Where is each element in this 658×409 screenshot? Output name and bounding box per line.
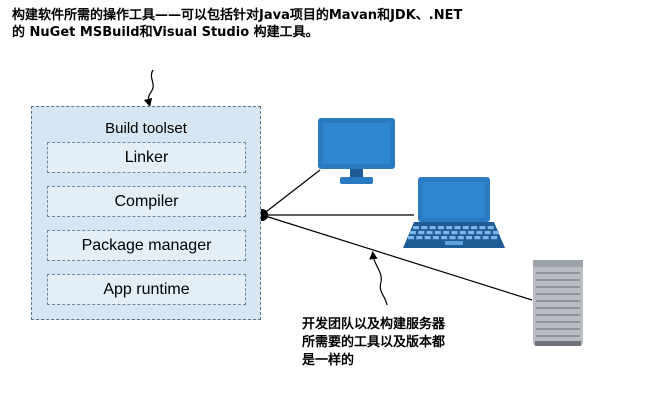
laptop-key: [454, 226, 461, 230]
laptop-key: [487, 226, 494, 230]
tool-item-package-manager: Package manager: [47, 230, 246, 261]
laptop-key: [468, 231, 475, 235]
laptop-key: [459, 231, 466, 235]
build-toolset-title: Build toolset: [105, 120, 187, 137]
laptop-key: [421, 226, 428, 230]
top-callout-line: 的 NuGet MSBuild和Visual Studio 构建工具。: [12, 25, 319, 40]
laptop-key: [410, 231, 416, 235]
bottom-callout-text: 开发团队以及构建服务器 所需要的工具以及版本都 是一样的: [302, 316, 445, 370]
laptop-key: [474, 236, 481, 240]
laptop-key: [491, 236, 497, 240]
laptop-key: [432, 236, 439, 240]
laptop-key: [471, 226, 478, 230]
laptop-key: [413, 226, 419, 230]
laptop-key: [449, 236, 456, 240]
bottom-callout-line: 所需要的工具以及版本都: [302, 335, 446, 350]
laptop-key: [462, 226, 469, 230]
connector-line-desktop: [261, 169, 321, 216]
top-callout-text: 构建软件所需的操作工具——可以包括针对Java项目的Mavan和JDK、.NET…: [12, 7, 462, 41]
laptop-key: [416, 236, 423, 240]
bottom-callout-arrow: [369, 250, 388, 306]
laptop-key: [479, 226, 486, 230]
laptop-key: [484, 231, 491, 235]
laptop-key: [493, 231, 499, 235]
tool-item-compiler: Compiler: [47, 186, 246, 217]
laptop-key: [429, 226, 436, 230]
laptop-key: [443, 231, 450, 235]
bottom-callout-line: 是一样的: [302, 353, 355, 368]
build-toolset-box: Build toolset Linker Compiler Package ma…: [31, 106, 261, 320]
top-callout-arrow: [143, 69, 154, 108]
laptop-icon: [403, 177, 505, 248]
laptop-key: [476, 231, 483, 235]
top-callout-line: 构建软件所需的操作工具——可以包括针对Java项目的Mavan和JDK、.NET: [12, 8, 463, 23]
laptop-key: [434, 231, 441, 235]
laptop-key: [426, 231, 433, 235]
desktop-monitor-icon: [318, 118, 395, 184]
laptop-key: [408, 236, 414, 240]
laptop-key: [437, 226, 444, 230]
laptop-key: [482, 236, 489, 240]
tool-item-app-runtime: App runtime: [47, 274, 246, 305]
server-icon: [533, 260, 583, 346]
laptop-key: [424, 236, 431, 240]
laptop-key: [457, 236, 464, 240]
tool-item-linker: Linker: [47, 142, 246, 173]
laptop-key: [418, 231, 425, 235]
laptop-key: [466, 236, 473, 240]
connector-line-server: [261, 214, 533, 301]
laptop-key: [451, 231, 458, 235]
laptop-key: [441, 236, 448, 240]
laptop-key: [446, 226, 453, 230]
bottom-callout-line: 开发团队以及构建服务器: [302, 317, 446, 332]
